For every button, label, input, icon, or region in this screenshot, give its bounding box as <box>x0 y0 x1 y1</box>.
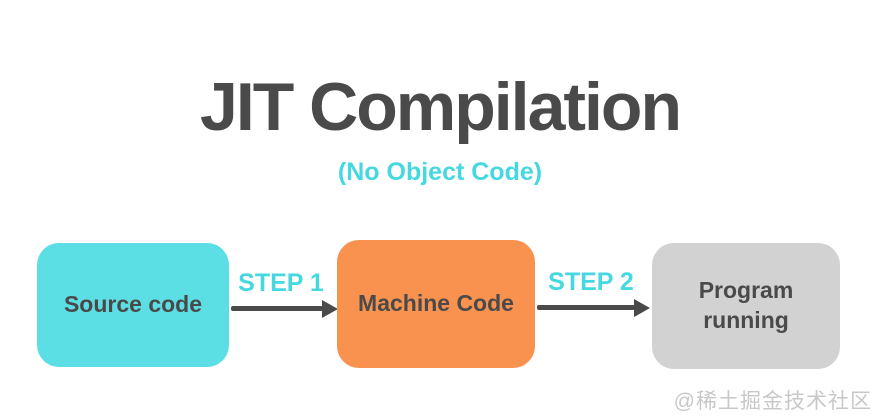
step-1-arrow-shaft <box>231 306 323 311</box>
node-machine-code: Machine Code <box>337 240 535 368</box>
step-2-arrow-shaft <box>537 305 635 310</box>
step-2-arrow-head-icon <box>634 299 650 317</box>
node-source-code: Source code <box>37 243 229 367</box>
node-machine-code-label: Machine Code <box>358 290 514 317</box>
node-source-code-label: Source code <box>63 291 203 318</box>
watermark: @稀土掘金技术社区 <box>673 390 872 413</box>
edge-step-1-label: STEP 1 <box>238 269 324 297</box>
page-title: JIT Compilation <box>200 69 682 145</box>
step-1-arrow-head-icon <box>322 300 338 318</box>
page-subtitle: (No Object Code) <box>337 158 543 186</box>
edge-step-2-label: STEP 2 <box>548 268 634 296</box>
node-program-running: Program running <box>652 243 840 369</box>
node-program-running-label: Program running <box>698 277 794 333</box>
